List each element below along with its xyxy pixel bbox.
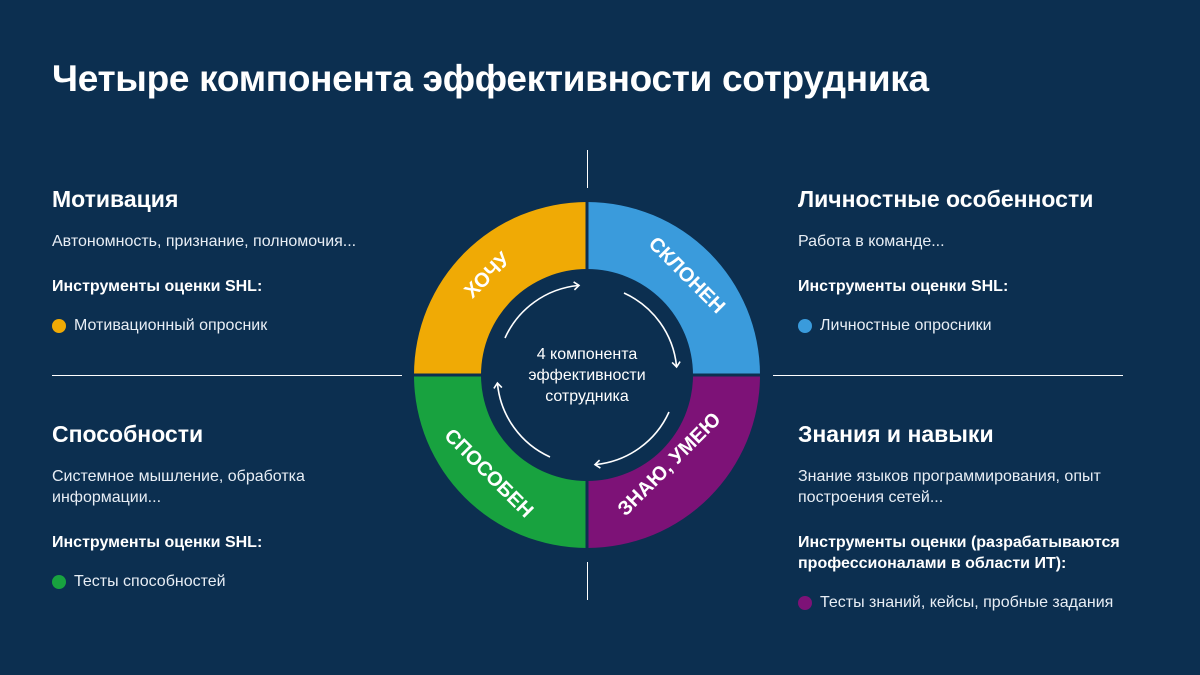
segment-top-left	[414, 202, 587, 375]
quadrant-tool-item: Тесты способностей	[52, 571, 352, 592]
quadrant-title: Способности	[52, 421, 204, 447]
tool-item-label: Мотивационный опросник	[74, 317, 268, 334]
quadrant-tools-heading: Инструменты оценки SHL:	[798, 278, 1009, 295]
quadrant-title: Личностные особенности	[798, 186, 1094, 212]
quadrant-tool-item: Мотивационный опросник	[52, 315, 412, 336]
center-line-3: сотрудника	[545, 388, 629, 405]
divider-horizontal-right	[773, 375, 1123, 376]
cycle-arrow-icon	[623, 292, 681, 369]
quadrant-tools-heading: Инструменты оценки SHL:	[52, 278, 263, 295]
tool-item-label: Тесты способностей	[74, 573, 226, 590]
bullet-dot-icon	[798, 318, 812, 333]
quadrant-description: Работа в команде...	[798, 233, 945, 250]
quadrant-abilities: Способности Системное мышление, обработк…	[52, 421, 352, 592]
page-title: Четыре компонента эффективности сотрудни…	[52, 58, 929, 99]
bullet-dot-icon	[52, 318, 66, 333]
quadrant-title: Мотивация	[52, 186, 179, 212]
quadrant-tool-item: Тесты знаний, кейсы, пробные задания	[798, 592, 1153, 613]
quadrant-knowledge: Знания и навыки Знание языков программир…	[798, 421, 1153, 613]
segment-bottom-left	[414, 375, 587, 548]
tool-item-label: Личностные опросники	[820, 317, 992, 334]
quadrant-tools-heading: Инструменты оценки (разрабатываются проф…	[798, 534, 1120, 572]
center-line-1: 4 компонента	[537, 346, 638, 363]
quadrant-description: Автономность, признание, полномочия...	[52, 233, 357, 250]
center-line-2: эффективности	[528, 367, 645, 384]
cycle-arrow-icon	[593, 411, 670, 469]
cycle-arrow-icon	[504, 281, 581, 339]
divider-vertical-top	[587, 150, 588, 188]
quadrant-description: Системное мышление, обработка информации…	[52, 468, 305, 506]
bullet-dot-icon	[52, 574, 66, 589]
segment-top-right	[587, 202, 760, 375]
quadrant-description: Знание языков программирования, опыт пос…	[798, 468, 1101, 506]
quadrant-tools-heading: Инструменты оценки SHL:	[52, 534, 263, 551]
tool-item-label: Тесты знаний, кейсы, пробные задания	[820, 594, 1114, 611]
quadrant-motivation: Мотивация Автономность, признание, полно…	[52, 186, 412, 336]
segment-bottom-right	[587, 375, 760, 548]
quadrant-title: Знания и навыки	[798, 421, 994, 447]
bullet-dot-icon	[798, 595, 812, 610]
divider-horizontal-left	[52, 375, 402, 376]
quadrant-tool-item: Личностные опросники	[798, 315, 1158, 336]
cycle-arrow-icon	[493, 381, 551, 458]
divider-vertical-bottom	[587, 562, 588, 600]
quadrant-personality: Личностные особенности Работа в команде.…	[798, 186, 1158, 336]
